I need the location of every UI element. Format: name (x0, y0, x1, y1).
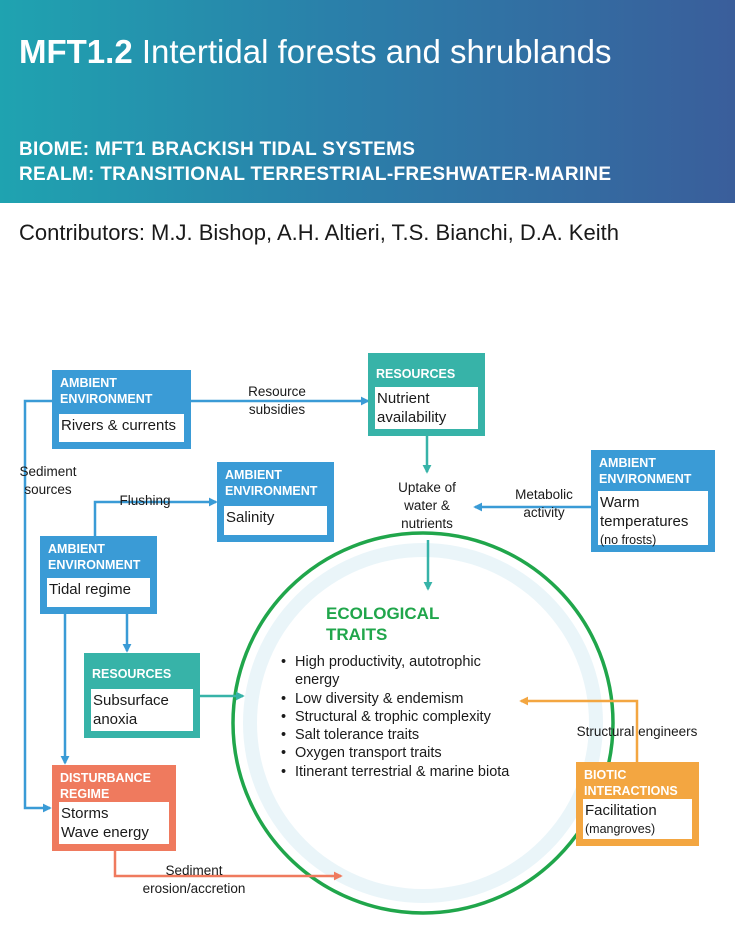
box-warm-temperatures: AMBIENT ENVIRONMENT Warm temperatures (n… (591, 450, 715, 552)
traits-circle-ring (231, 531, 615, 915)
box-note: (mangroves) (585, 822, 656, 836)
label-resource-subsidies: Resource subsidies (248, 384, 306, 417)
label-flushing: Flushing (119, 493, 171, 508)
box-body: Facilitation (585, 802, 657, 819)
box-disturbance-regime: DISTURBANCE REGIME Storms Wave energy (52, 765, 176, 851)
box-header: DISTURBANCE REGIME (60, 771, 151, 801)
box-body: Tidal regime (47, 578, 150, 607)
box-body: Nutrient availability (375, 387, 478, 429)
box-biotic-interactions: BIOTIC INTERACTIONS Facilitation (mangro… (576, 762, 699, 846)
box-header: AMBIENT ENVIRONMENT (599, 456, 692, 486)
trait-item: Oxygen transport traits (280, 744, 520, 763)
label-uptake: Uptake of water & nutrients (398, 480, 456, 531)
box-note: (no frosts) (600, 533, 657, 547)
trait-item: High productivity, autotrophic energy (280, 653, 520, 690)
box-body: Subsurface anoxia (91, 689, 193, 731)
box-body-line: Wave energy (61, 824, 149, 841)
box-header: AMBIENT ENVIRONMENT (225, 468, 318, 498)
box-salinity: AMBIENT ENVIRONMENT Salinity (217, 462, 334, 542)
label-structural-engineers: Structural engineers (576, 724, 698, 739)
label-metabolic: Metabolic activity (515, 487, 573, 520)
box-header: AMBIENT ENVIRONMENT (60, 376, 153, 406)
label-sediment-erosion: Sediment erosion/accretion (142, 863, 246, 896)
box-body: Warm temperatures (600, 494, 689, 530)
biome-line: BIOME: MFT1 BRACKISH TIDAL SYSTEMS (19, 139, 416, 160)
box-tidal-regime: AMBIENT ENVIRONMENT Tidal regime (40, 536, 157, 614)
arrow-sediment-sources (23, 399, 52, 813)
trait-item: Low diversity & endemism (280, 690, 520, 709)
box-body-line: Storms (61, 805, 109, 822)
box-header: BIOTIC INTERACTIONS (584, 768, 678, 798)
box-nutrient-availability: RESOURCES Nutrient availability (368, 353, 485, 436)
header-banner (0, 0, 735, 203)
contributors: Contributors: M.J. Bishop, A.H. Altieri,… (19, 220, 619, 245)
arrow-flushing (93, 497, 218, 537)
trait-item: Structural & trophic complexity (280, 708, 520, 727)
box-rivers-currents: AMBIENT ENVIRONMENT Rivers & currents (52, 370, 191, 449)
traits-list: High productivity, autotrophic energy Lo… (280, 653, 520, 781)
arrow-sediment-erosion (113, 851, 343, 881)
realm-line: REALM: TRANSITIONAL TERRESTRIAL-FRESHWAT… (19, 164, 612, 185)
box-header: RESOURCES (376, 367, 456, 381)
title-text: Intertidal forests and shrublands (141, 33, 612, 70)
box-header: RESOURCES (92, 667, 172, 681)
box-header: AMBIENT ENVIRONMENT (48, 542, 141, 572)
box-body: Rivers & currents (59, 414, 184, 442)
label-sediment-sources: Sediment sources (19, 464, 77, 497)
trait-item: Salt tolerance traits (280, 726, 520, 745)
box-subsurface-anoxia: RESOURCES Subsurface anoxia (84, 653, 200, 738)
trait-item: Itinerant terrestrial & marine biota (280, 763, 520, 782)
page-title: MFT1.2 Intertidal forests and shrublands (19, 32, 709, 72)
title-code: MFT1.2 (19, 33, 133, 70)
arrow-structural-engineers (519, 696, 639, 762)
box-body: Salinity (224, 506, 327, 535)
traits-title: ECOLOGICAL TRAITS (326, 604, 440, 644)
